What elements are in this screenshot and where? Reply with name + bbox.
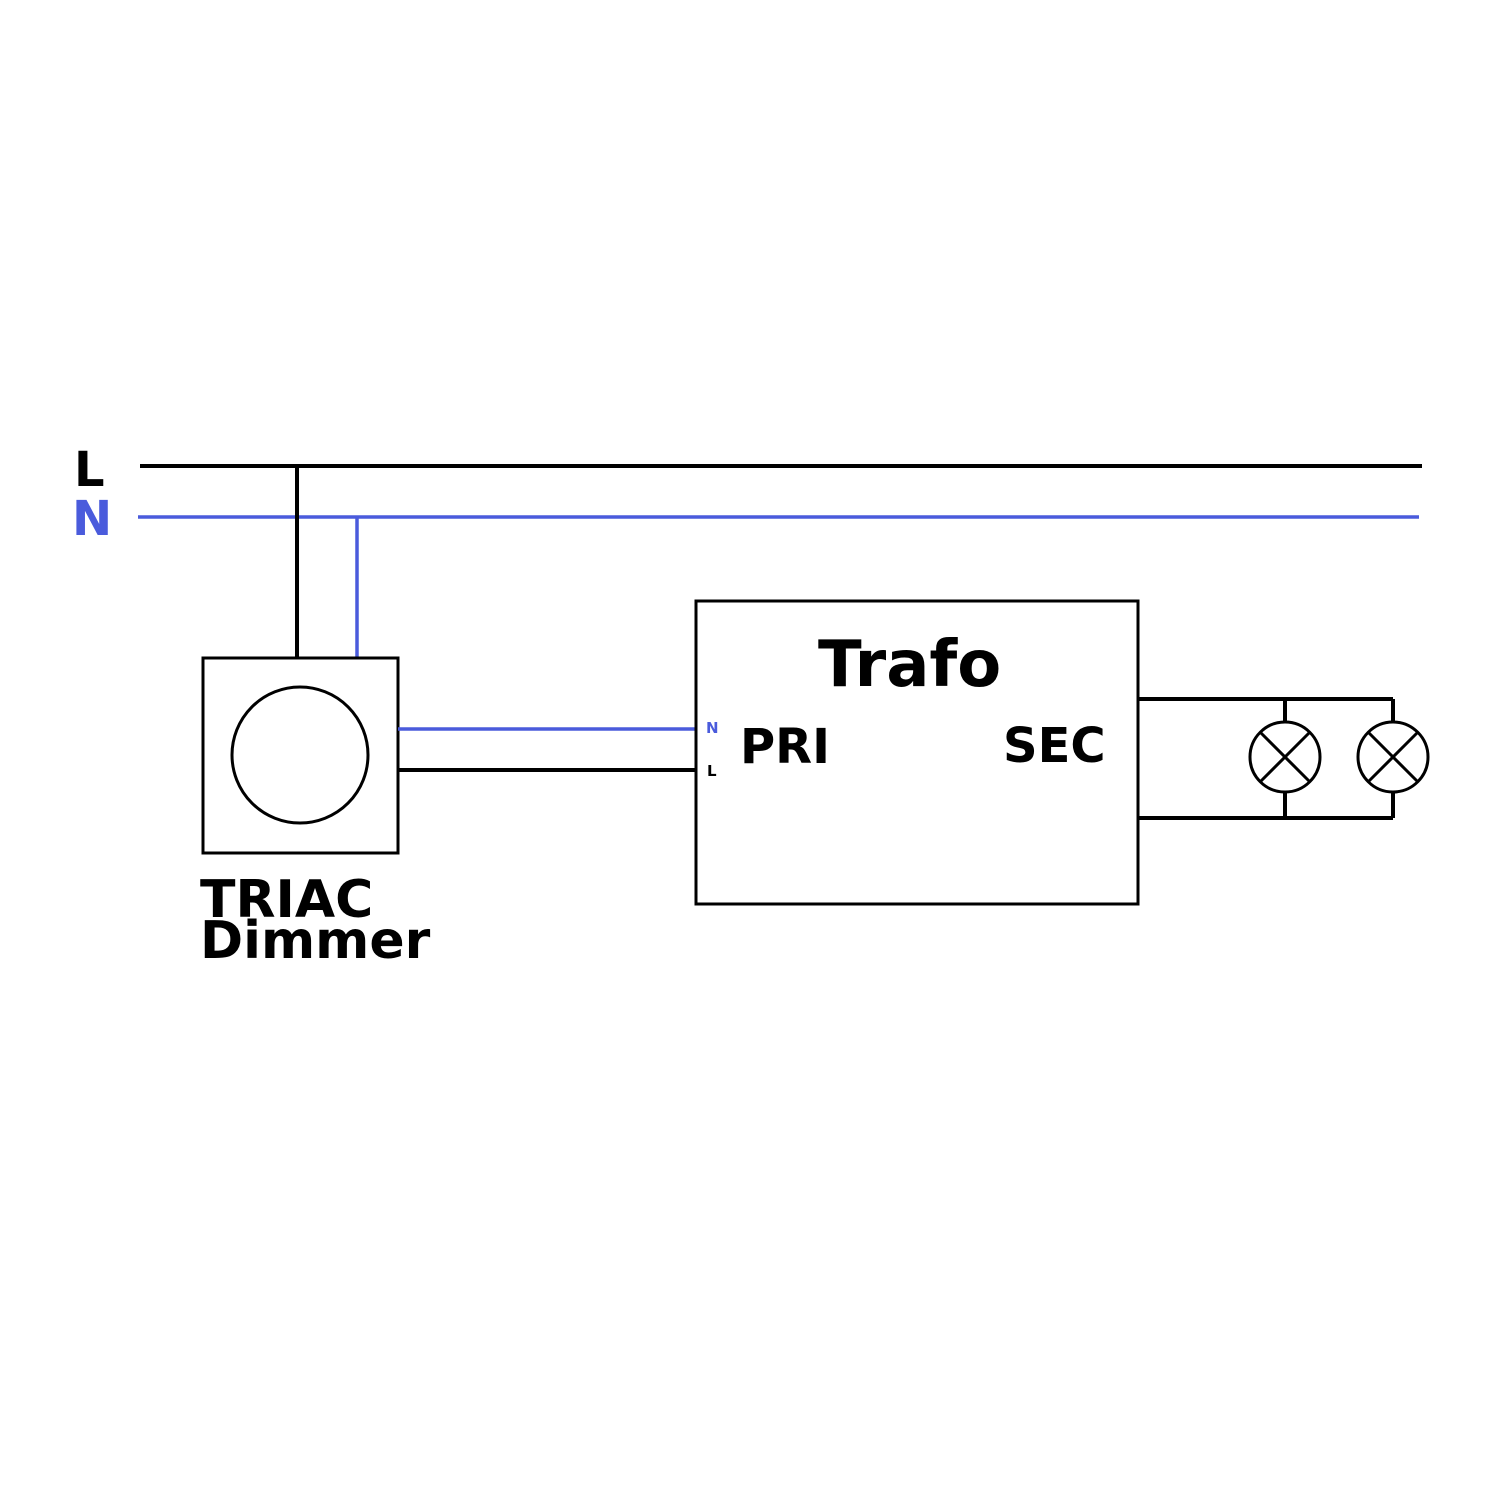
live-bus-label: L (74, 442, 105, 498)
trafo-title: Trafo (818, 628, 1001, 702)
lamp-icon (1356, 720, 1430, 794)
trafo-terminal-l: L (707, 762, 717, 780)
trafo-primary-label: PRI (740, 719, 830, 775)
trafo-box (694, 599, 1140, 906)
trafo-terminal-n: N (706, 719, 719, 737)
lamp-1 (1248, 699, 1322, 818)
neutral-bus-label: N (72, 491, 112, 547)
dimmer-knob-icon (230, 685, 370, 825)
lamp-icon (1248, 720, 1322, 794)
trafo-secondary-label: SEC (1003, 718, 1106, 774)
lamp-2 (1356, 699, 1430, 818)
dimmer-label-line2: Dimmer (200, 911, 431, 971)
dimmer-label-line1: TRIAC (200, 870, 373, 930)
triac-dimmer (201, 656, 400, 855)
